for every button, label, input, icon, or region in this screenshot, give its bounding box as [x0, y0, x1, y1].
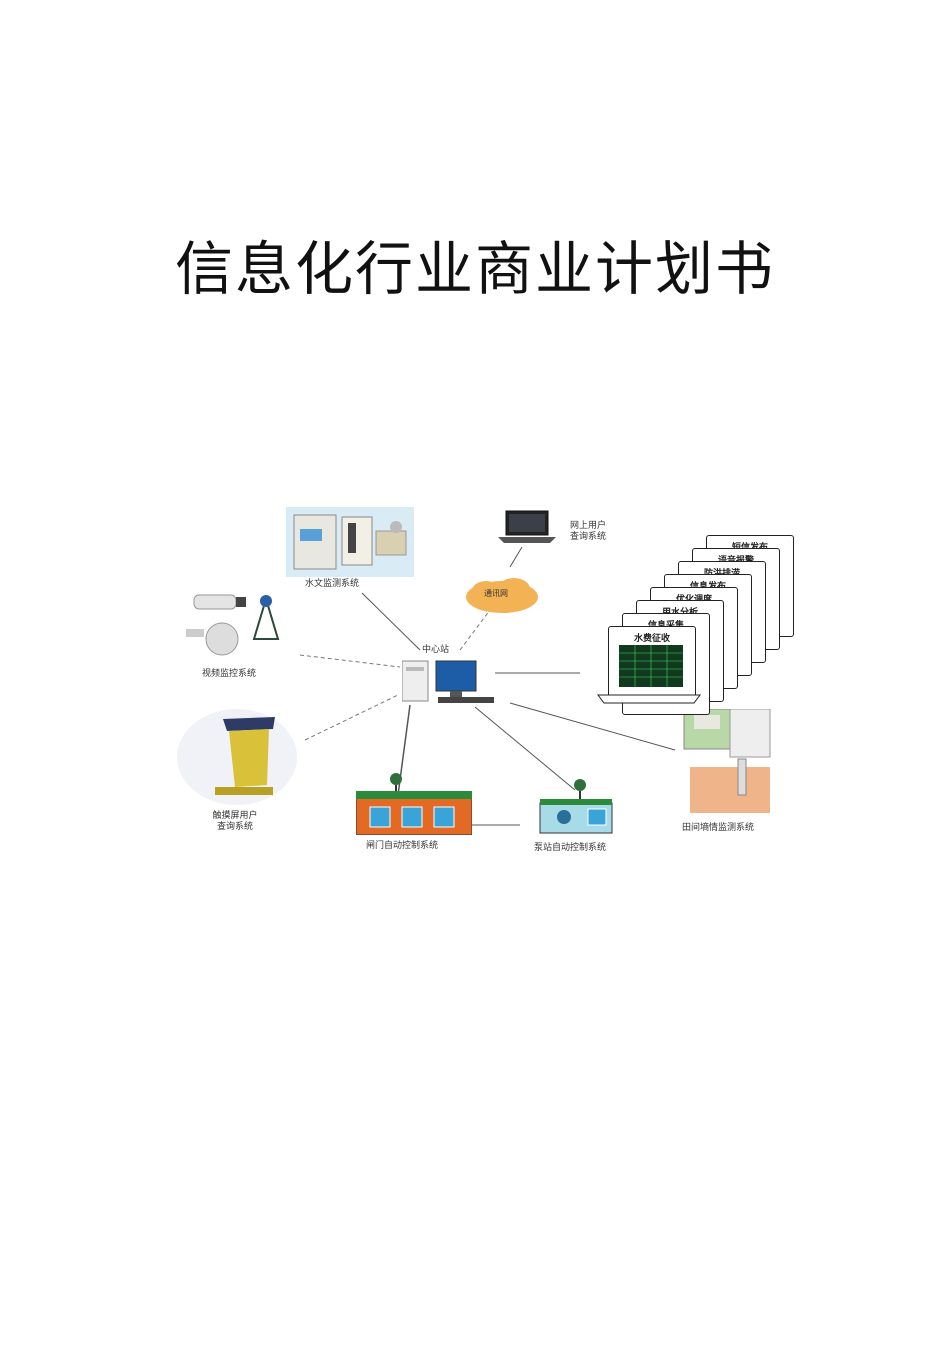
- touch-kiosk-image: [177, 709, 297, 805]
- web-user-label-1: 网上用户: [570, 521, 607, 531]
- center-station-label: 中心站: [422, 645, 450, 655]
- hydrology-station-image: [286, 507, 414, 577]
- computer-icon: [402, 660, 494, 703]
- moisture-sensor-image: [683, 709, 771, 813]
- document-title: 信息化行业商业计划书: [174, 235, 775, 303]
- web-user-label-2: 查询系统: [570, 532, 607, 542]
- laptop-base: [597, 694, 701, 704]
- hydrology-system-label: 水文监测系统: [305, 579, 360, 589]
- network-cloud-icon: [466, 578, 538, 613]
- pump-system-label: 泵站自动控制系统: [534, 843, 607, 853]
- moisture-system-label: 田间墒情监测系统: [682, 823, 755, 833]
- application-cards-stack: 短信发布 语音报警 防洪排涝 信息发布 优化调度 用水分析 信息采集 水费征收: [594, 535, 804, 715]
- video-camera-icon: [186, 594, 280, 656]
- laptop-icon: [498, 510, 556, 543]
- touch-system-label-1: 触摸屏用户: [212, 811, 258, 821]
- system-architecture-diagram: 水文监测系统 网上用户 查询系统 通讯网 视频监控系统 中心站 触: [170, 495, 810, 865]
- connection-lines: [299, 546, 676, 826]
- pump-station-icon: [539, 779, 613, 834]
- gate-building-icon: [356, 773, 472, 835]
- gate-system-label: 闸门自动控制系统: [366, 841, 439, 851]
- card-water-fee: 水费征收: [608, 626, 696, 698]
- video-system-label: 视频监控系统: [202, 669, 257, 679]
- network-label: 通讯网: [484, 589, 508, 598]
- data-grid-screen: [619, 645, 683, 687]
- touch-system-label-2: 查询系统: [216, 822, 253, 832]
